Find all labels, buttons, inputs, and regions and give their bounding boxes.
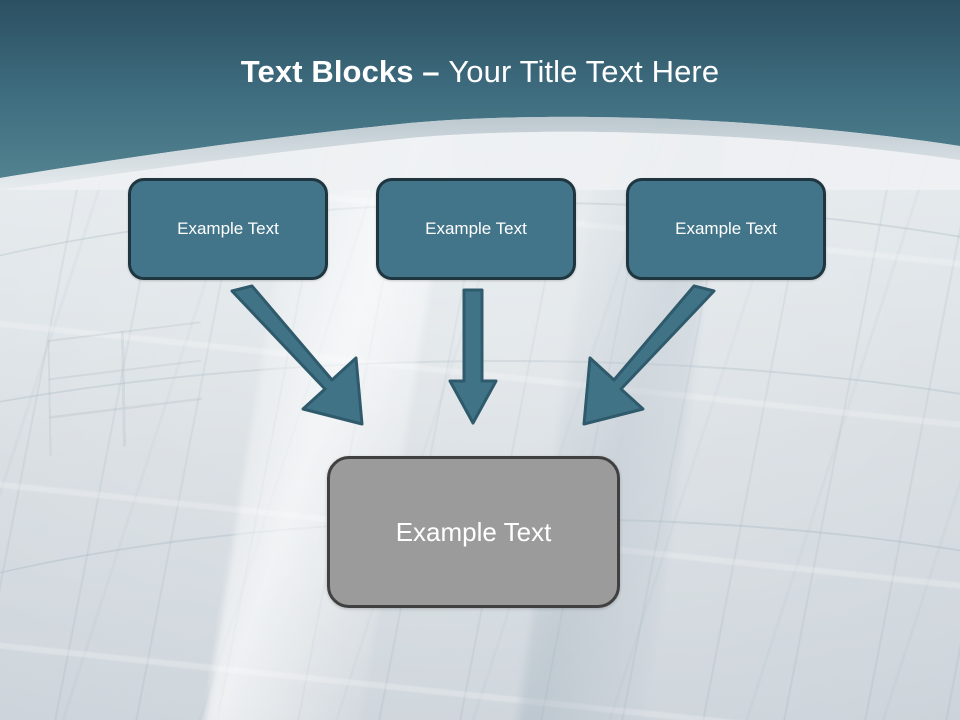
text-block-2[interactable]: Example Text [376, 178, 576, 280]
text-block-result-label: Example Text [395, 516, 552, 547]
title-bold-part: Text Blocks [240, 54, 414, 89]
title-light-part: Your Title Text Here [448, 54, 720, 89]
text-block-1[interactable]: Example Text [128, 178, 328, 280]
title-banner: Text Blocks – Your Title Text Here [0, 0, 960, 190]
text-block-1-label: Example Text [177, 219, 279, 238]
text-block-3-label: Example Text [675, 219, 777, 238]
text-block-2-label: Example Text [425, 219, 527, 238]
page-title: Text Blocks – Your Title Text Here [0, 53, 960, 91]
title-banner-shape [0, 0, 960, 190]
text-block-3[interactable]: Example Text [626, 178, 826, 280]
title-separator: – [413, 54, 449, 89]
text-block-result[interactable]: Example Text [327, 456, 620, 608]
